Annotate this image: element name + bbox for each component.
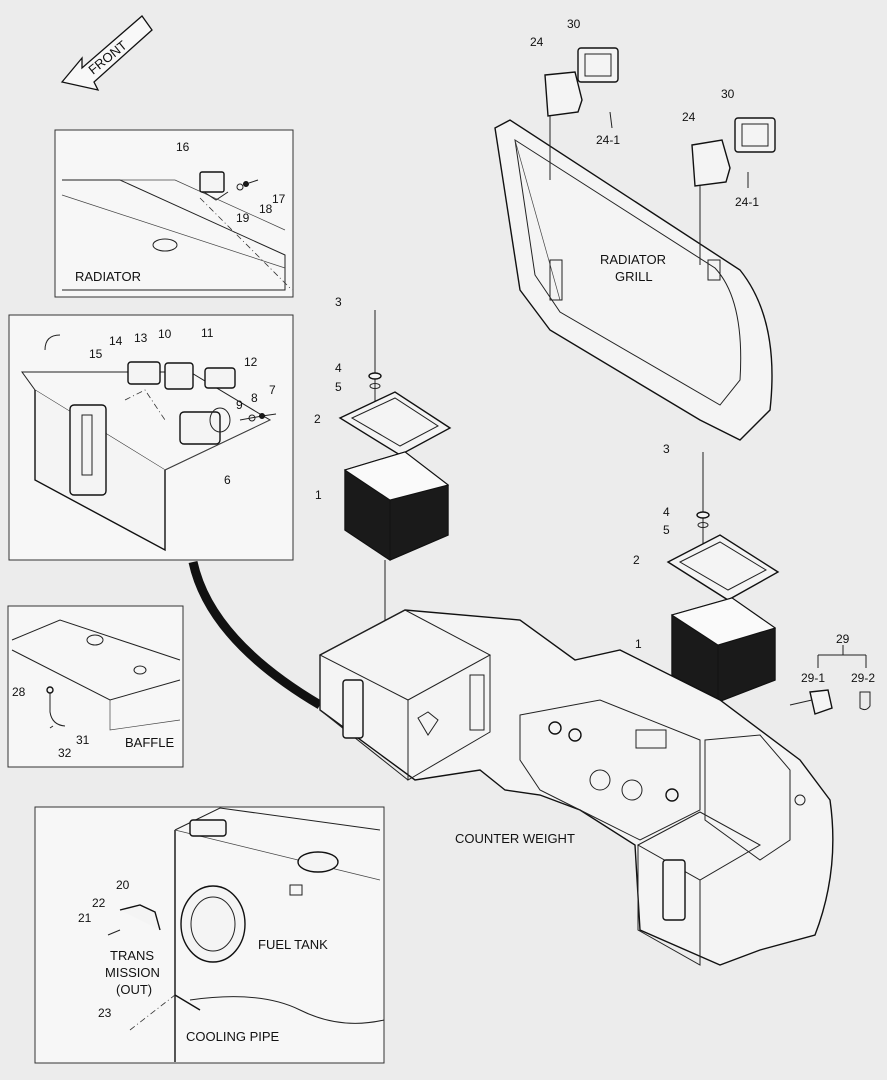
transmission-line-2: MISSION — [105, 965, 160, 980]
part-9-label: 9 — [236, 398, 243, 412]
part-29-1-label: 29-1 — [801, 671, 825, 685]
radiator-inset — [54, 129, 294, 298]
part-24-1b-label: 24-1 — [735, 195, 759, 209]
part-32-label: 32 — [58, 746, 72, 760]
part-5b-label: 5 — [663, 523, 670, 537]
part-29-2-label: 29-2 — [851, 671, 875, 685]
part-4a-label: 4 — [335, 361, 342, 375]
lamp-callout-tree — [789, 645, 871, 715]
counter-weight-body — [318, 609, 834, 966]
part-11-label: 11 — [201, 326, 214, 340]
fuel-tank-label: FUEL TANK — [258, 937, 328, 952]
work-light-right — [691, 117, 776, 265]
fuel-tank-inset — [34, 806, 385, 1064]
transmission-line-3: (OUT) — [116, 982, 152, 997]
part-3a-label: 3 — [335, 295, 342, 309]
part-6-label: 6 — [224, 473, 231, 487]
radiator-grill-line-1: RADIATOR — [600, 252, 666, 267]
battery-stack-left — [338, 310, 452, 655]
part-22-label: 22 — [92, 896, 106, 910]
part-8-label: 8 — [251, 391, 258, 405]
part-16-label: 16 — [176, 140, 190, 154]
baffle-label: BAFFLE — [125, 735, 174, 750]
part-4b-label: 4 — [663, 505, 670, 519]
counter-weight-label: COUNTER WEIGHT — [455, 831, 575, 846]
part-17-label: 17 — [272, 192, 286, 206]
radiator-grill-line-2: GRILL — [615, 269, 653, 284]
callout-curve — [188, 561, 323, 709]
part-24b-label: 24 — [682, 110, 696, 124]
part-10-label: 10 — [158, 327, 172, 341]
part-31-label: 31 — [76, 733, 90, 747]
part-24a-label: 24 — [530, 35, 544, 49]
part-24-1a-label: 24-1 — [596, 133, 620, 147]
part-21-label: 21 — [78, 911, 92, 925]
part-23-label: 23 — [98, 1006, 112, 1020]
part-19-label: 19 — [236, 211, 250, 225]
part-1b-label: 1 — [635, 637, 642, 651]
work-light-left — [544, 47, 619, 180]
part-28-label: 28 — [12, 685, 26, 699]
part-20-label: 20 — [116, 878, 130, 892]
part-2a-label: 2 — [314, 412, 321, 426]
part-5a-label: 5 — [335, 380, 342, 394]
part-18-label: 18 — [259, 202, 273, 216]
part-14-label: 14 — [109, 334, 123, 348]
part-3b-label: 3 — [663, 442, 670, 456]
battery-box-inset — [8, 314, 294, 561]
transmission-line-1: TRANS — [110, 948, 154, 963]
part-29-label: 29 — [836, 632, 850, 646]
part-2b-label: 2 — [633, 553, 640, 567]
baffle-inset — [7, 605, 184, 768]
radiator-label: RADIATOR — [75, 269, 141, 284]
part-7-label: 7 — [269, 383, 276, 397]
part-30b-label: 30 — [721, 87, 735, 101]
part-13-label: 13 — [134, 331, 148, 345]
part-12-label: 12 — [244, 355, 258, 369]
radiator-grill-assembly — [494, 119, 773, 441]
part-30a-label: 30 — [567, 17, 581, 31]
cooling-pipe-label: COOLING PIPE — [186, 1029, 280, 1044]
part-1a-label: 1 — [315, 488, 322, 502]
part-15-label: 15 — [89, 347, 103, 361]
